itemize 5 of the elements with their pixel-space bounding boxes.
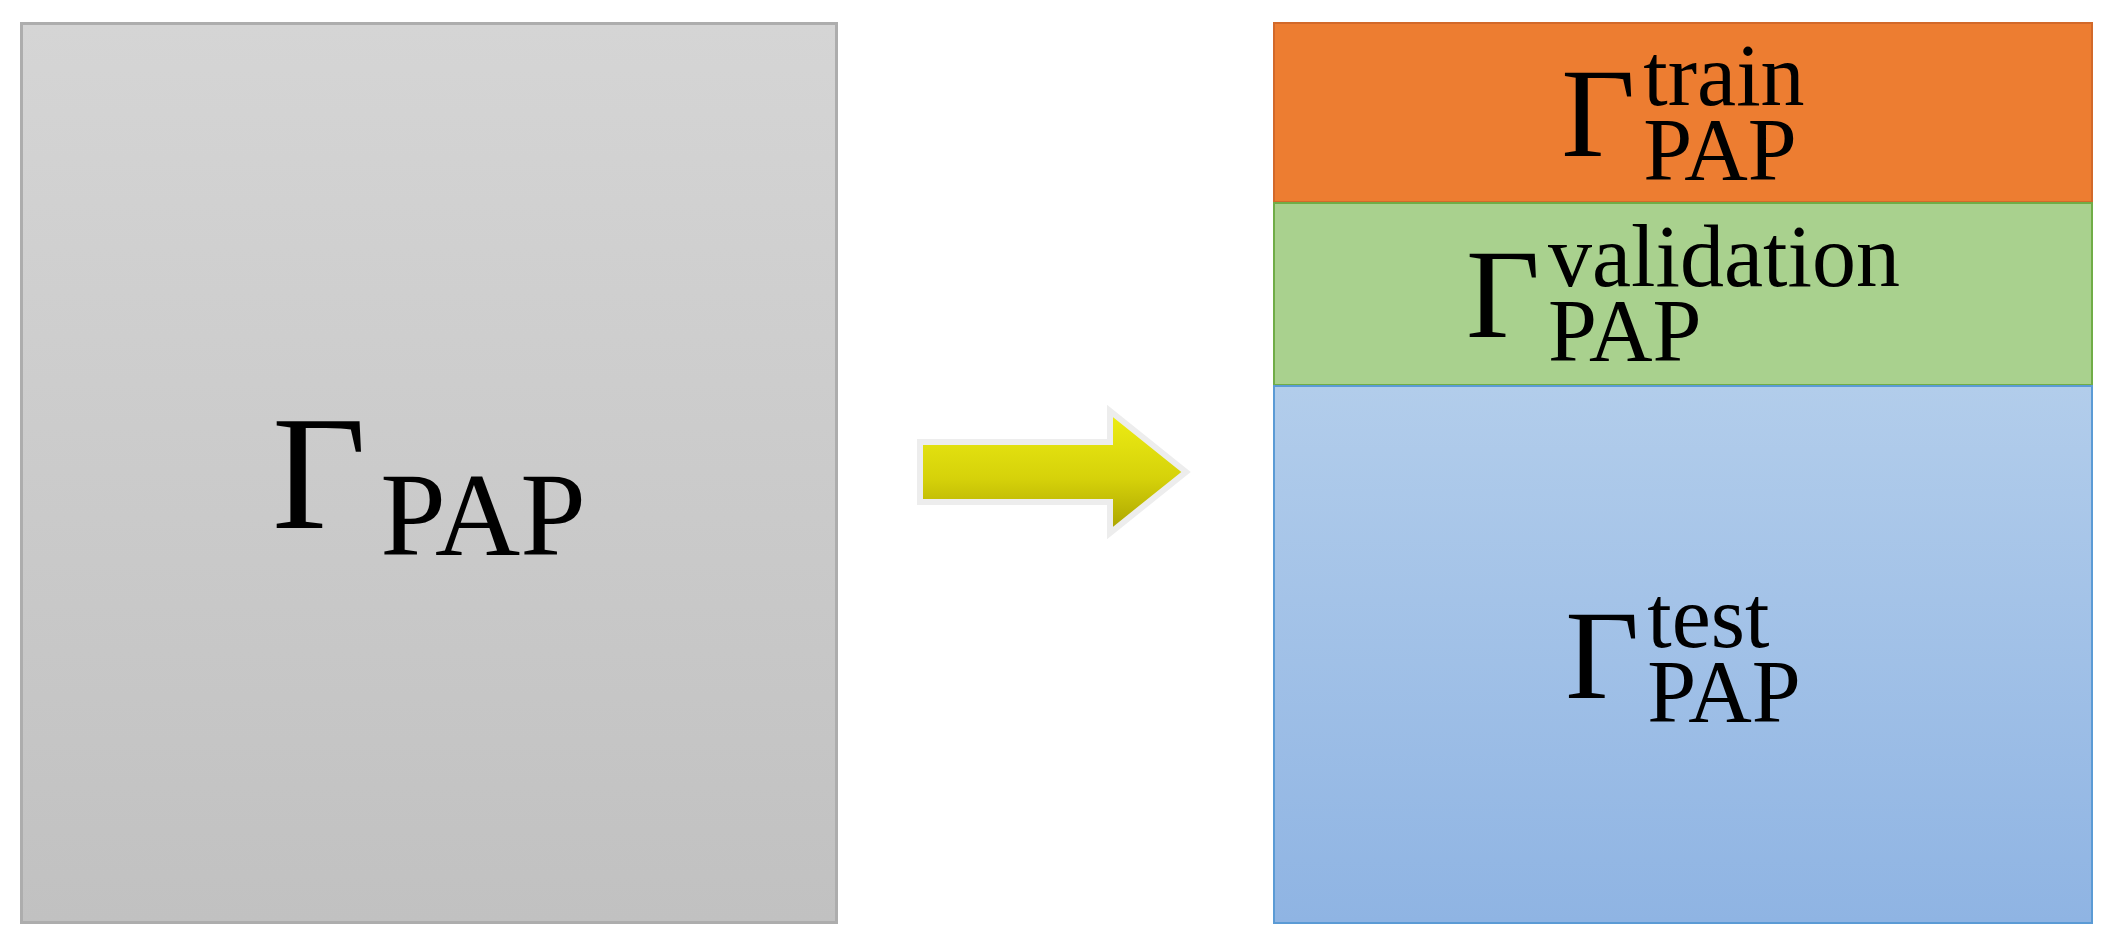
block-arrow <box>917 404 1191 540</box>
split-box <box>1273 385 2093 924</box>
split-box <box>1273 22 2093 203</box>
split-box <box>1273 202 2093 386</box>
dataset-box <box>20 22 838 924</box>
